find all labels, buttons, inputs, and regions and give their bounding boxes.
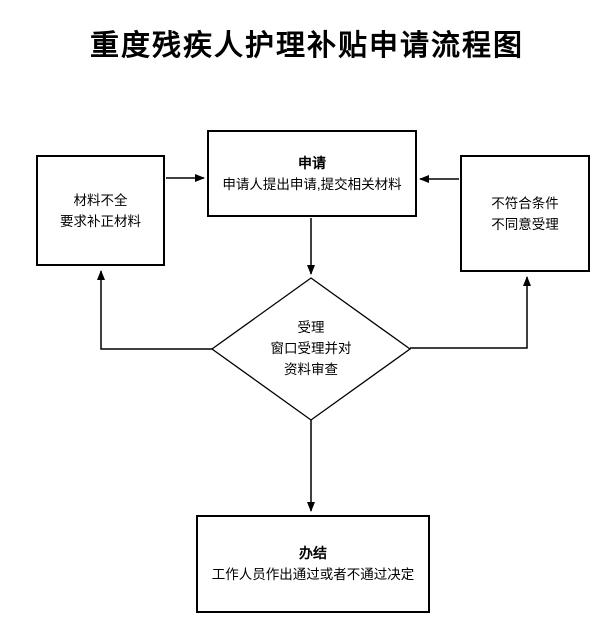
- incomplete-materials-line2: 要求补正材料: [60, 213, 141, 229]
- apply-box-body: 申请人提出申请,提交相关材料: [222, 176, 402, 192]
- connector-review-to-incomplete: [97, 270, 212, 350]
- reject-box-line2: 不同意受理: [491, 216, 559, 232]
- review-diamond-line2: 窗口受理并对: [270, 341, 352, 356]
- complete-box-body: 工作人员作出通过或者不通过决定: [211, 567, 415, 582]
- connector-review-to-reject: [410, 276, 531, 349]
- incomplete-materials-box: 材料不全 要求补正材料: [36, 155, 165, 266]
- page-title: 重度残疾人护理补贴申请流程图: [89, 30, 524, 62]
- review-diamond-label: 受理 窗口受理并对 资料审查: [211, 317, 411, 380]
- complete-box: 办结 工作人员作出通过或者不通过决定: [196, 515, 430, 613]
- reject-box: 不符合条件 不同意受理: [460, 155, 590, 272]
- incomplete-materials-line1: 材料不全: [73, 192, 128, 208]
- review-diamond-line3: 资料审查: [284, 362, 338, 377]
- review-diamond-shape: [210, 277, 412, 421]
- apply-box: 申请 申请人提出申请,提交相关材料: [207, 130, 417, 217]
- apply-box-heading: 申请: [298, 154, 326, 171]
- review-diamond-line1: 受理: [297, 320, 325, 335]
- reject-box-line1: 不符合条件: [491, 195, 559, 211]
- complete-box-heading: 办结: [299, 545, 327, 561]
